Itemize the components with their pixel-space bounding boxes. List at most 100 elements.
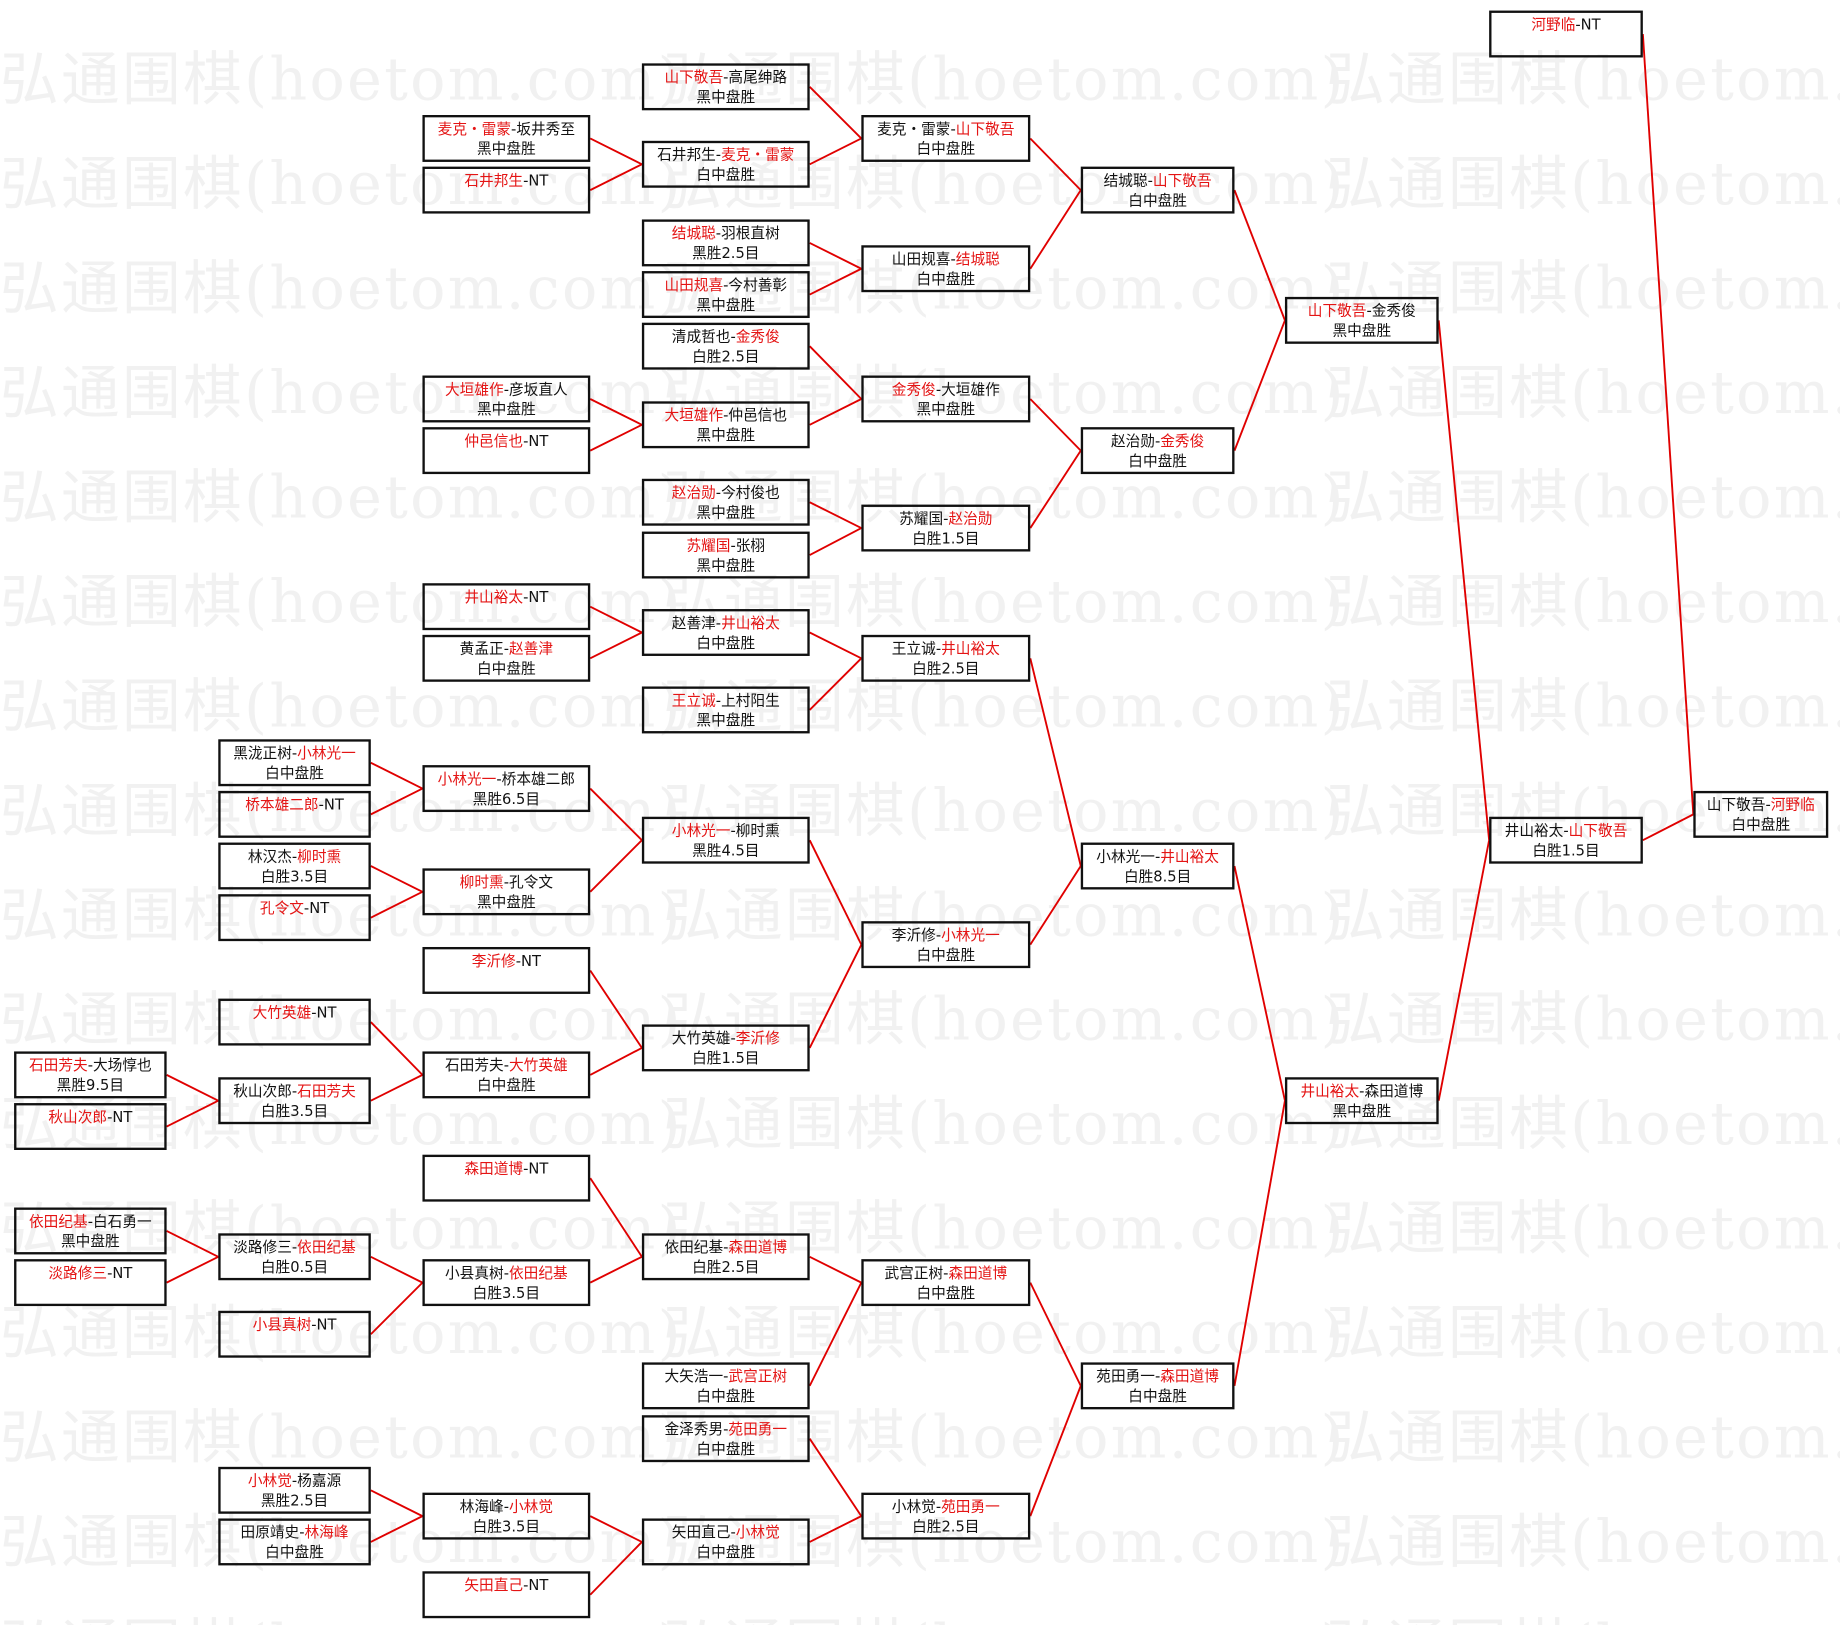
watermark-text: 弘通围棋(hoetom.com) bbox=[1326, 776, 1840, 845]
bye-label: NT bbox=[316, 1003, 337, 1021]
player-1: 小林光一 bbox=[1096, 847, 1155, 865]
player-2: 赵治勋 bbox=[948, 509, 993, 527]
match-result: 白中盘胜 bbox=[1731, 815, 1791, 834]
separator: - bbox=[723, 275, 729, 294]
player-1: 赵治勋 bbox=[671, 483, 716, 502]
match-result: 白胜3.5目 bbox=[260, 867, 329, 885]
match-players: 石井邦生-NT bbox=[425, 170, 588, 190]
match-result: 白胜1.5目 bbox=[692, 1049, 760, 1067]
player-1: 大矢浩一 bbox=[664, 1367, 724, 1385]
player-2: 小林光一 bbox=[941, 925, 1000, 944]
match-players: 大竹英雄-NT bbox=[221, 1002, 369, 1022]
bracket-connector bbox=[1029, 450, 1082, 529]
watermark-text: 弘通围棋(hoetom.com) bbox=[1326, 254, 1840, 323]
bracket-connector bbox=[589, 1255, 643, 1284]
match-box: 赵治勋-金秀俊白中盘胜 bbox=[1080, 427, 1235, 475]
match-box: 金泽秀男-苑田勇一白中盘胜 bbox=[641, 1415, 810, 1463]
match-box: 林汉杰-柳时熏白胜3.5目 bbox=[218, 842, 371, 890]
player-2: 仲邑信也 bbox=[728, 406, 788, 424]
match-players: 石井邦生-麦克・雷蒙 bbox=[644, 144, 807, 164]
match-players: 井山裕太-森田道博 bbox=[1287, 1081, 1436, 1101]
bracket-connector bbox=[589, 839, 643, 893]
separator: - bbox=[1147, 171, 1153, 189]
match-box: 清成哲也-金秀俊白胜2.5目 bbox=[641, 322, 810, 370]
bracket-connector bbox=[589, 423, 643, 452]
player-2: 森田道博 bbox=[1160, 1367, 1219, 1385]
match-box: 王立诚-井山裕太白胜2.5目 bbox=[861, 634, 1031, 682]
match-players: 黑泷正树-小林光一 bbox=[221, 743, 369, 763]
match-players: 井山裕太-NT bbox=[425, 587, 588, 607]
watermark-text: 弘通围棋(hoetom.com) bbox=[0, 359, 683, 428]
watermark-text: 弘通围棋(hoetom.com) bbox=[1326, 150, 1840, 219]
match-box: 苏耀国-张栩黑中盘胜 bbox=[641, 531, 810, 579]
match-result: 黑中盘胜 bbox=[476, 893, 536, 911]
player-2: 高尾绅路 bbox=[728, 68, 788, 86]
match-players: 王立诚-井山裕太 bbox=[864, 638, 1028, 658]
player-2: 大垣雄作 bbox=[941, 380, 1000, 398]
bracket-connector bbox=[370, 1515, 423, 1543]
match-players: 仲邑信也-NT bbox=[425, 431, 588, 451]
player-2: 井山裕太 bbox=[721, 613, 780, 632]
player-2: 杨嘉源 bbox=[297, 1471, 342, 1490]
player-1: 黄孟正 bbox=[459, 639, 504, 658]
separator: - bbox=[730, 821, 736, 840]
match-result: 白中盘胜 bbox=[476, 1076, 536, 1094]
separator: - bbox=[935, 925, 942, 944]
bye-box: 仲邑信也-NT bbox=[422, 427, 591, 475]
match-result: 黑中盘胜 bbox=[916, 400, 976, 418]
match-players: 赵善津-井山裕太 bbox=[644, 613, 807, 633]
player-1: 淡路修三 bbox=[48, 1263, 108, 1282]
player-1: 苏耀国 bbox=[899, 509, 944, 527]
watermark-text: 弘通围棋(hoetom.com) bbox=[0, 1599, 683, 1625]
bye-box: 小县真树-NT bbox=[218, 1310, 371, 1358]
separator: - bbox=[503, 639, 509, 658]
separator: - bbox=[730, 1029, 736, 1047]
player-1: 仲邑信也 bbox=[464, 431, 524, 450]
match-box: 小林光一-井山裕太白胜8.5目 bbox=[1080, 842, 1235, 890]
bracket-connector bbox=[166, 1255, 219, 1284]
separator: - bbox=[523, 171, 529, 189]
bye-label: NT bbox=[528, 1159, 549, 1177]
player-2: 苑田勇一 bbox=[728, 1419, 788, 1438]
player-1: 结城聪 bbox=[1103, 171, 1148, 189]
bracket-connector bbox=[1029, 658, 1082, 867]
player-2: 森田道博 bbox=[728, 1238, 788, 1256]
bracket-connector bbox=[370, 787, 423, 816]
watermark-text: 弘通围棋(hoetom.com) bbox=[0, 463, 683, 532]
separator: - bbox=[1154, 847, 1161, 865]
match-box: 矢田直己-小林觉白中盘胜 bbox=[641, 1518, 810, 1566]
separator: - bbox=[723, 1367, 729, 1385]
bye-box: 李沂修-NT bbox=[422, 946, 591, 994]
match-box: 王立诚-上村阳生黑中盘胜 bbox=[641, 686, 810, 734]
player-2: 麦克・雷蒙 bbox=[721, 145, 795, 164]
separator: - bbox=[523, 1159, 529, 1177]
watermark-text: 弘通围棋(hoetom.com) bbox=[1326, 881, 1840, 950]
player-2: 赵善津 bbox=[508, 639, 554, 658]
watermark-text: 弘通围棋(hoetom.com) bbox=[663, 985, 1346, 1054]
separator: - bbox=[723, 68, 729, 86]
match-box: 小林觉-苑田勇一白胜2.5目 bbox=[861, 1492, 1031, 1540]
match-box: 田原靖史-林海峰白中盘胜 bbox=[218, 1518, 371, 1566]
bracket-connector bbox=[589, 969, 643, 1049]
player-1: 苑田勇一 bbox=[1096, 1367, 1155, 1385]
bye-box: 大竹英雄-NT bbox=[218, 998, 371, 1046]
player-1: 河野临 bbox=[1531, 15, 1576, 33]
bracket-connector bbox=[589, 605, 643, 634]
player-2: 金秀俊 bbox=[735, 327, 780, 346]
bye-box: 井山裕太-NT bbox=[422, 583, 591, 631]
bracket-connector bbox=[809, 527, 862, 556]
bracket-connector bbox=[370, 1255, 423, 1284]
match-players: 苑田勇一-森田道博 bbox=[1083, 1366, 1232, 1386]
bye-label: NT bbox=[528, 1575, 549, 1594]
player-1: 金秀俊 bbox=[891, 380, 936, 398]
bracket-connector bbox=[166, 1074, 219, 1102]
match-result: 黑中盘胜 bbox=[696, 88, 756, 106]
bye-box: 矢田直己-NT bbox=[422, 1571, 591, 1619]
player-2: 大竹英雄 bbox=[508, 1056, 568, 1074]
player-1: 小林觉 bbox=[247, 1471, 292, 1490]
player-2: 上村阳生 bbox=[721, 691, 780, 709]
player-2: 今村俊也 bbox=[721, 483, 780, 502]
separator: - bbox=[503, 380, 509, 398]
match-result: 黑中盘胜 bbox=[696, 503, 756, 522]
match-players: 小县真树-依田纪基 bbox=[425, 1263, 588, 1283]
